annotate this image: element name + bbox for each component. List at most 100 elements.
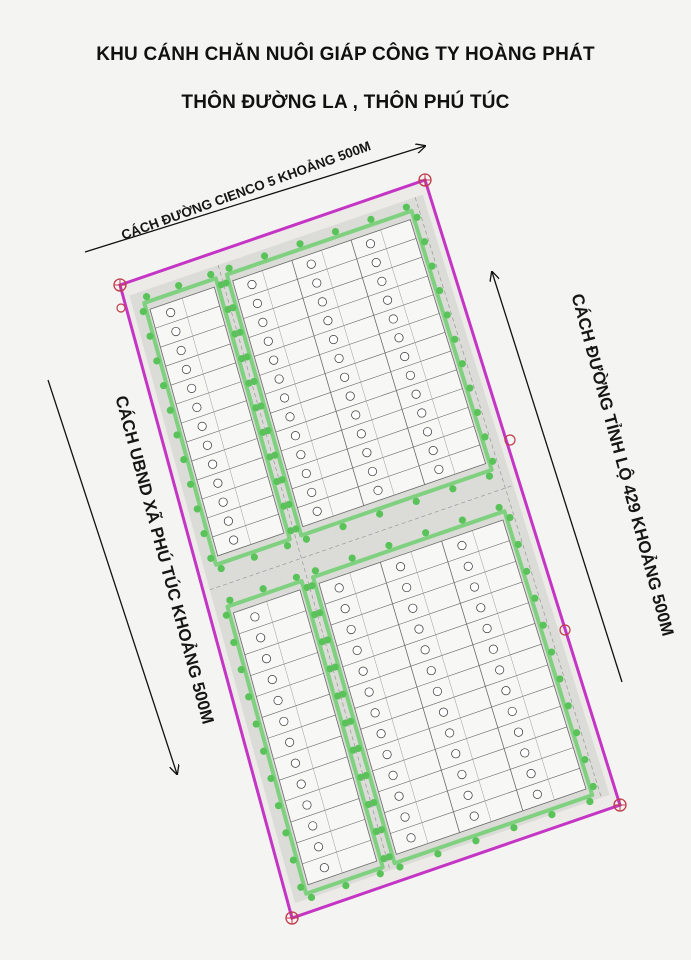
lot-divider [441,540,524,811]
lot-number-marker [166,308,176,318]
lot-number-marker [280,393,290,403]
lot-number-marker [377,276,387,286]
tree-icon [339,523,347,531]
lot-number-marker [171,326,181,337]
lot-number-marker [428,446,438,456]
tree-icon [589,782,597,791]
lot-number-marker [520,748,530,758]
lot-number-marker [229,535,239,545]
lot-number-marker [218,497,228,507]
tree-icon [297,883,305,891]
tree-icon [139,307,147,316]
tree-icon [259,585,267,593]
tree-icon [230,638,238,647]
lot-number-marker [319,863,329,873]
green-strip [225,579,385,896]
lot-number-marker [258,317,268,327]
lot-number-marker [408,603,418,613]
tree-icon [385,853,393,861]
lot-number-marker [261,654,272,664]
tree-icon [472,837,480,845]
tree-icon [377,826,386,834]
lot-number-marker [400,812,410,822]
tree-icon [282,829,290,837]
lot-number-marker [400,352,410,362]
tree-icon [283,542,292,550]
lot-number-marker [202,440,212,450]
tree-icon [289,856,297,864]
tree-icon [473,408,482,417]
survey-marker-icon [418,173,432,187]
tree-icon [564,702,572,710]
tree-icon [367,215,375,223]
lot-number-marker [432,686,442,696]
tree-icon [402,203,410,211]
lot-number-marker [382,749,392,760]
survey-marker-icon [504,434,516,446]
tree-icon [548,811,556,819]
lot-number-marker [358,666,368,676]
lot-number-marker [308,821,318,831]
lot-number-marker [306,259,316,269]
lot-number-marker [532,789,542,799]
tree-icon [302,535,311,543]
tree-icon [531,594,539,602]
tree-icon [413,213,421,221]
lot-number-marker [402,582,412,593]
lot-number-marker [434,464,444,474]
lot-number-marker [317,297,327,307]
tree-icon [331,663,339,671]
tree-icon [250,553,258,561]
lot-number-marker [457,769,467,780]
tree-icon [226,596,234,604]
lot-number-marker [346,624,356,635]
lot-number-marker [373,485,383,495]
green-strip [142,276,292,567]
tree-icon [523,567,531,575]
tree-icon [142,293,151,301]
tree-icon [339,690,347,698]
land-block [232,589,378,886]
tree-icon [422,529,430,537]
tree-icon [173,431,181,439]
lot-divider [266,601,343,874]
tree-icon [274,802,283,810]
lot-number-marker [256,633,266,643]
tree-icon [436,286,444,295]
tree-icon [245,693,253,701]
lot-number-marker [406,833,416,843]
tree-icon [434,850,442,858]
tree-icon [331,227,340,236]
tree-icon [443,311,451,319]
lot-number-marker [507,706,517,716]
tree-icon [186,480,195,488]
tree-icon [250,377,258,386]
lot-number-marker [463,561,473,571]
lot-number-marker [296,450,306,460]
tree-icon [271,451,279,459]
tree-icon [481,433,489,441]
tree-icon [396,863,404,871]
lot-number-marker [290,758,300,768]
tree-icon [412,497,420,506]
tree-icon [420,238,429,246]
tree-icon [260,252,269,260]
lot-divider [350,239,426,485]
tree-icon [488,457,497,465]
tree-icon [207,554,215,562]
arrow-icon [84,146,425,253]
tree-icon [278,476,286,484]
lot-number-marker [365,239,376,249]
tree-icon [166,406,174,414]
tree-icon [348,554,356,562]
lot-number-marker [388,770,398,780]
tree-icon [153,357,161,365]
tree-icon [458,360,466,368]
tree-icon [146,332,154,340]
tree-icon [346,717,355,725]
tree-icon [428,262,436,270]
lot-number-marker [370,708,380,718]
tree-icon [323,636,332,644]
lot-number-marker [383,295,393,305]
tree-icon [260,747,268,755]
